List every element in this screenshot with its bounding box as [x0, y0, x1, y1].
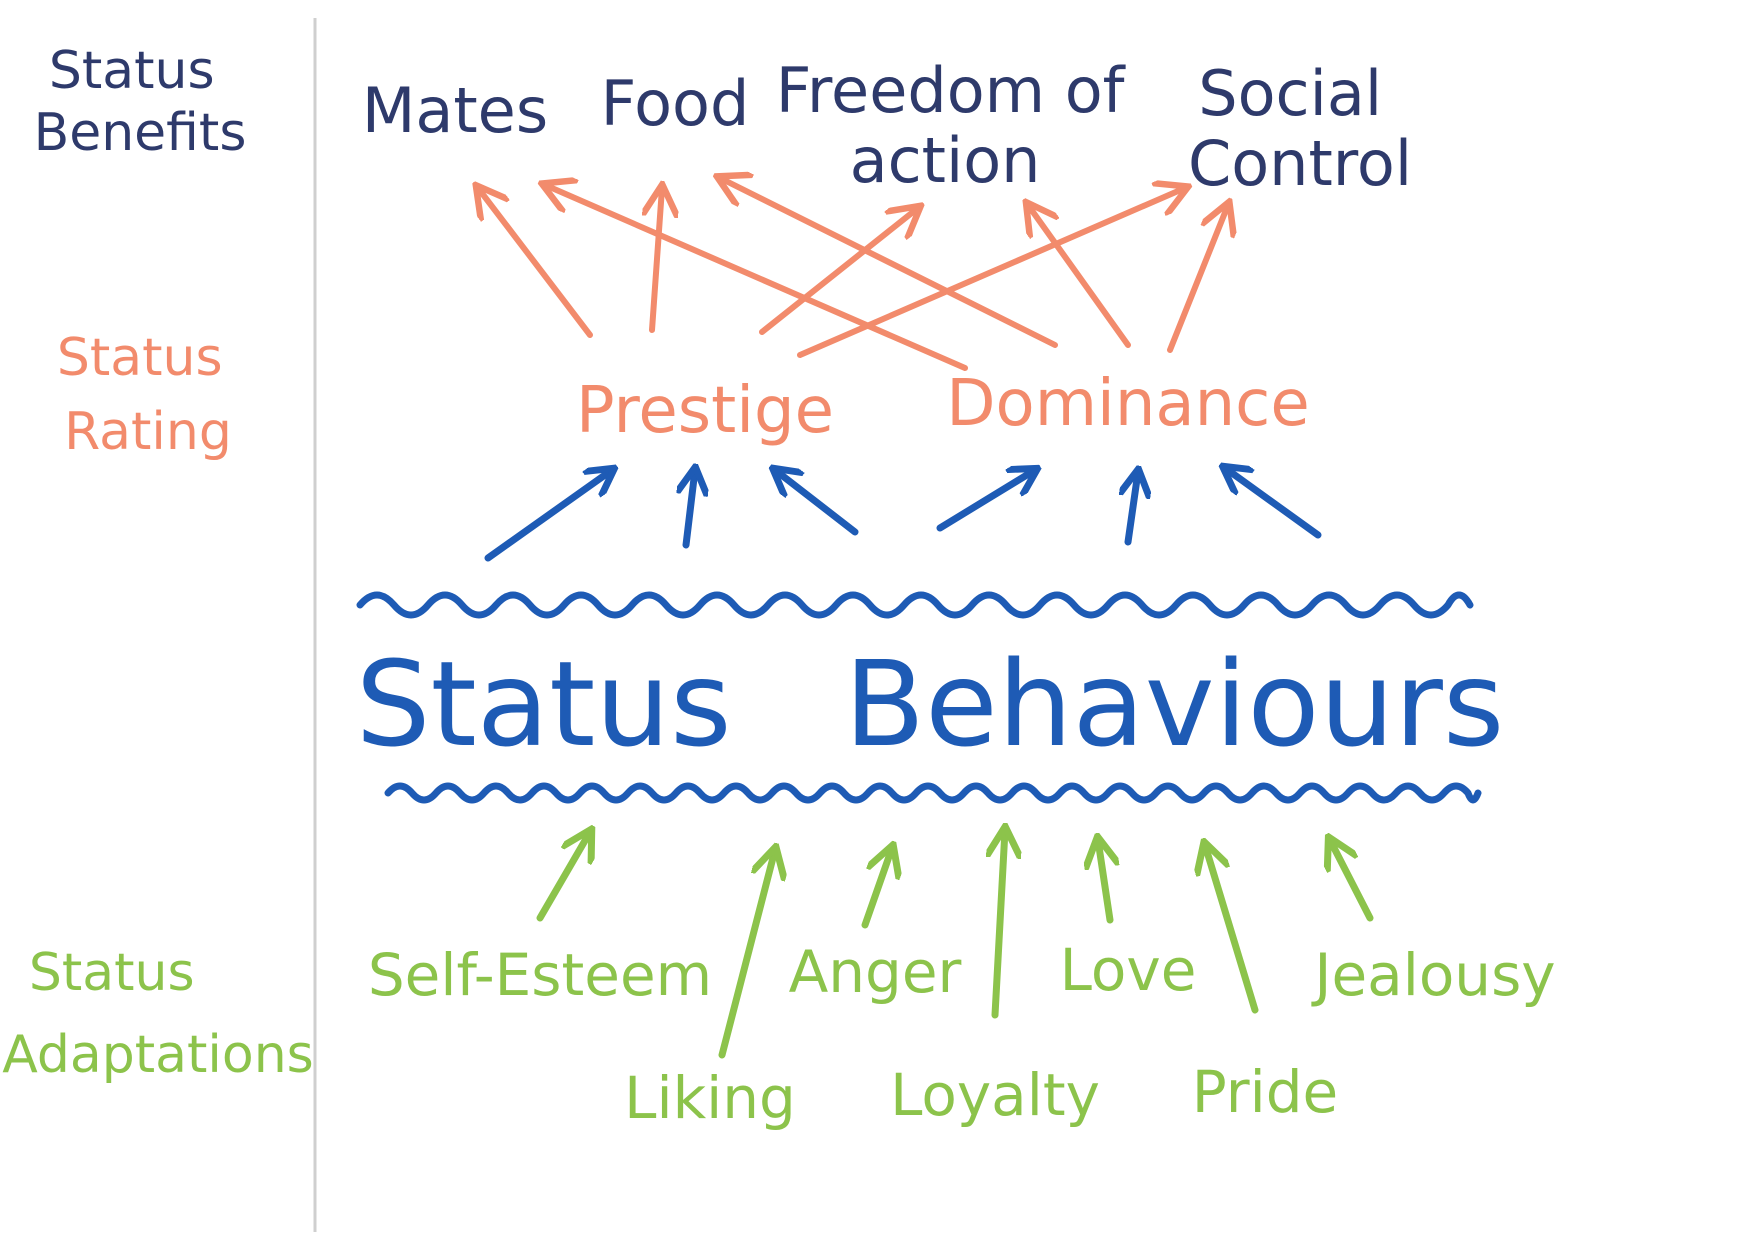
status-behaviours-label: Status Behaviours — [356, 635, 1505, 773]
benefit-freedom-line2: action — [850, 124, 1041, 197]
benefit-food-line1: Food — [601, 67, 750, 140]
side-label-benefits-line2: Benefits — [34, 103, 247, 163]
adaptation-pride: Pride — [1192, 1058, 1338, 1126]
adaptation-love: Love — [1060, 936, 1197, 1004]
side-label-rating: Status Rating — [57, 328, 239, 462]
benefit-food: Food — [601, 67, 750, 140]
arrow-pride — [1205, 845, 1259, 1014]
arrow-behaviour-to-prestige-left — [484, 470, 612, 562]
arrow-loyalty — [995, 830, 1005, 1019]
benefit-social-control: Social Control — [1188, 57, 1412, 200]
benefit-mates: Mates — [362, 74, 548, 147]
adaptation-loyalty: Loyalty — [890, 1061, 1100, 1129]
arrow-prestige-to-freedom — [759, 208, 918, 335]
rating-dominance: Dominance — [946, 367, 1309, 441]
side-label-adaptations-line2: Adaptations — [2, 1025, 314, 1085]
arrow-dominance-to-freedom — [1028, 205, 1131, 348]
arrow-liking — [718, 850, 775, 1059]
benefit-social-line1: Social — [1198, 57, 1382, 130]
arrow-prestige-to-mates — [478, 188, 593, 338]
side-label-adaptations: Status Adaptations — [2, 943, 314, 1085]
arrow-behaviour-to-dominance-right — [1225, 468, 1322, 539]
adaptation-anger: Anger — [789, 938, 962, 1006]
arrow-dominance-to-social — [1167, 205, 1228, 353]
arrow-prestige-to-social — [797, 188, 1185, 358]
arrow-behaviour-to-dominance-center — [1128, 472, 1138, 546]
arrow-self-esteem — [536, 832, 590, 922]
benefit-freedom-of-action: Freedom of action — [776, 54, 1144, 197]
side-label-rating-line2: Rating — [64, 402, 232, 462]
side-label-rating-line1: Status — [57, 328, 223, 388]
side-label-benefits: Status Benefits — [34, 41, 247, 163]
wave-line-bottom — [384, 782, 1482, 804]
rating-prestige: Prestige — [576, 374, 834, 448]
benefit-mates-line1: Mates — [362, 74, 548, 147]
arrow-dominance-to-food — [720, 178, 1058, 348]
arrow-jealousy — [1330, 840, 1374, 922]
benefit-freedom-line1: Freedom of — [776, 54, 1127, 127]
arrow-anger — [861, 848, 892, 929]
side-label-benefits-line1: Status — [49, 41, 215, 101]
arrow-dominance-to-mates — [545, 185, 968, 371]
side-label-adaptations-line1: Status — [29, 943, 195, 1003]
arrow-behaviour-to-dominance-left — [936, 470, 1035, 532]
adaptation-self-esteem: Self-Esteem — [368, 941, 712, 1009]
adaptation-liking: Liking — [624, 1064, 796, 1132]
arrow-prestige-to-food — [652, 188, 662, 333]
wave-line-top — [356, 591, 1474, 619]
arrow-behaviour-to-prestige-right — [775, 470, 859, 536]
adaptation-jealousy: Jealousy — [1311, 941, 1555, 1009]
benefit-social-line2: Control — [1188, 127, 1412, 200]
arrow-behaviour-to-prestige-center — [686, 470, 695, 549]
arrow-love — [1098, 840, 1110, 924]
